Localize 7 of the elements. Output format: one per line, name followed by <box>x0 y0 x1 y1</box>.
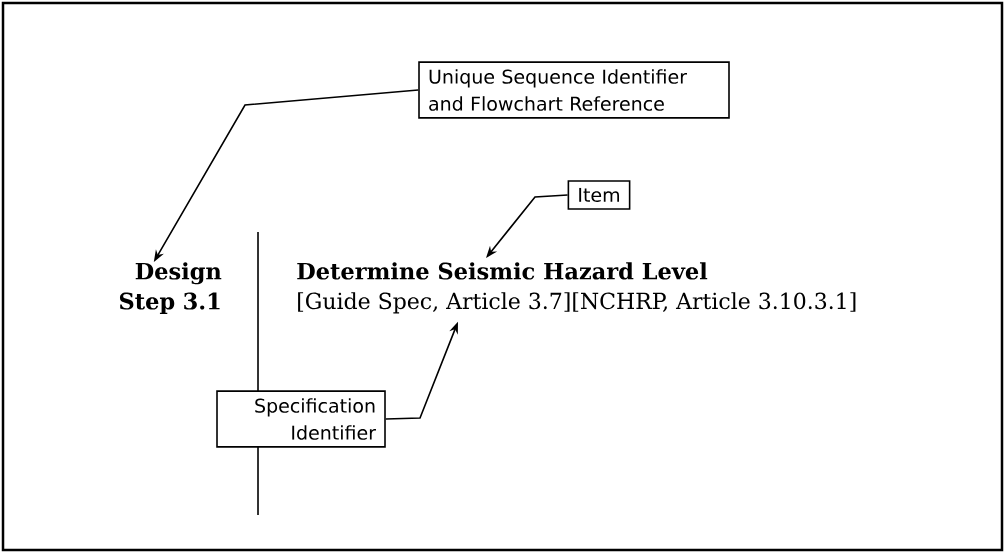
heading-text: Determine Seismic Hazard Level <box>297 262 708 280</box>
callout-box: Unique Sequence Identifier and Flowchart Reference <box>418 61 730 119</box>
callout-box: Item <box>567 180 631 210</box>
callout-box: Specification Identifier <box>216 390 386 448</box>
reference-text: [Guide Spec, Article 3.7][NCHRP, Article 3.10.3.1] <box>298 292 856 314</box>
leader-line <box>486 194 569 258</box>
heading-text: Design Step 3.1 <box>119 262 222 314</box>
